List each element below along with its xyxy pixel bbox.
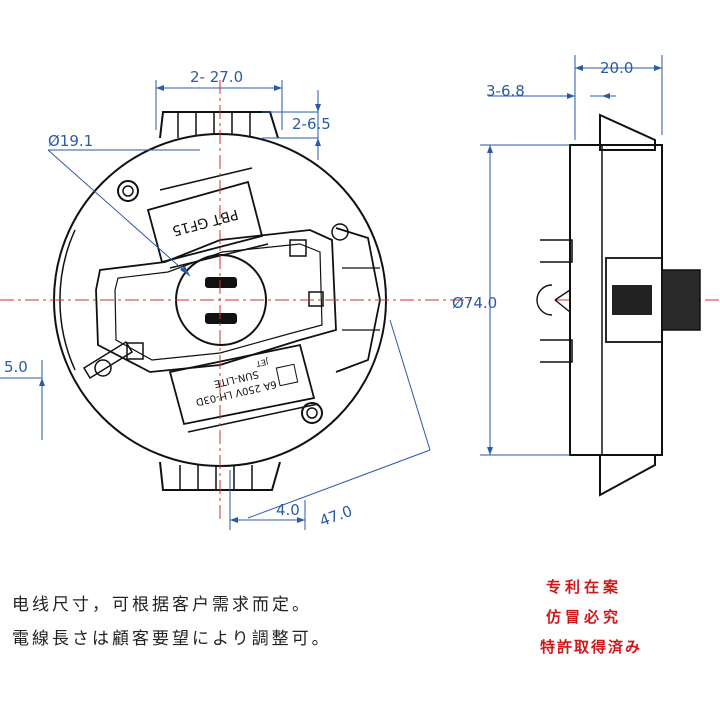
- socket-slot-upper: [205, 277, 237, 288]
- front-arrowheads: [39, 85, 321, 523]
- note-chinese: 电线尺寸，可根据客户需求而定。: [12, 595, 312, 615]
- side-dimension-lines: [480, 55, 663, 456]
- dim-length: 47.0: [317, 502, 355, 530]
- dim-hole: Ø19.1: [48, 132, 93, 150]
- inner-frame: [95, 229, 337, 373]
- side-knob: [661, 269, 701, 331]
- screw-top-left: [117, 180, 139, 202]
- terminal-square-1: [289, 239, 307, 257]
- socket-slot-lower: [205, 313, 237, 324]
- bottom-terminal-block: [159, 461, 281, 491]
- side-prong-upper: [540, 239, 573, 263]
- front-dimension-lines: [0, 80, 431, 530]
- patent-line-3: 特許取得済み: [540, 638, 643, 656]
- side-view: [536, 113, 701, 497]
- bottom-label-plate: [168, 343, 316, 426]
- screw-top-right: [331, 223, 349, 241]
- terminal-square-2: [126, 342, 144, 360]
- dim-gap: 4.0: [276, 501, 300, 519]
- patent-line-2: 仿冒必究: [546, 608, 623, 626]
- wire-entry: [82, 340, 134, 380]
- side-arrowheads: [487, 65, 662, 455]
- terminal-square-3: [308, 291, 324, 307]
- dim-diameter: Ø74.0: [452, 294, 497, 312]
- patent-line-1: 专利在案: [546, 578, 623, 596]
- screw-bottom-left: [94, 359, 112, 377]
- side-top-flange: [599, 113, 656, 151]
- screw-bottom-right: [301, 402, 323, 424]
- dim-side-hole: 3-6.8: [486, 82, 525, 100]
- top-terminal-block: [159, 111, 279, 139]
- certification-mark: [275, 363, 299, 387]
- dim-offset: 5.0: [4, 358, 28, 376]
- dim-depth: 20.0: [600, 59, 633, 77]
- dim-tab: 2-6.5: [292, 115, 331, 133]
- top-label-plate: [146, 180, 264, 264]
- side-bottom-flange: [599, 454, 656, 497]
- note-japanese: 電線長さは顧客要望により調整可。: [12, 629, 332, 649]
- dim-pitch: 2- 27.0: [190, 68, 243, 86]
- side-knob-inset: [612, 285, 652, 315]
- svg-text:JET: JET: [255, 356, 270, 368]
- side-prong-lower: [540, 339, 573, 363]
